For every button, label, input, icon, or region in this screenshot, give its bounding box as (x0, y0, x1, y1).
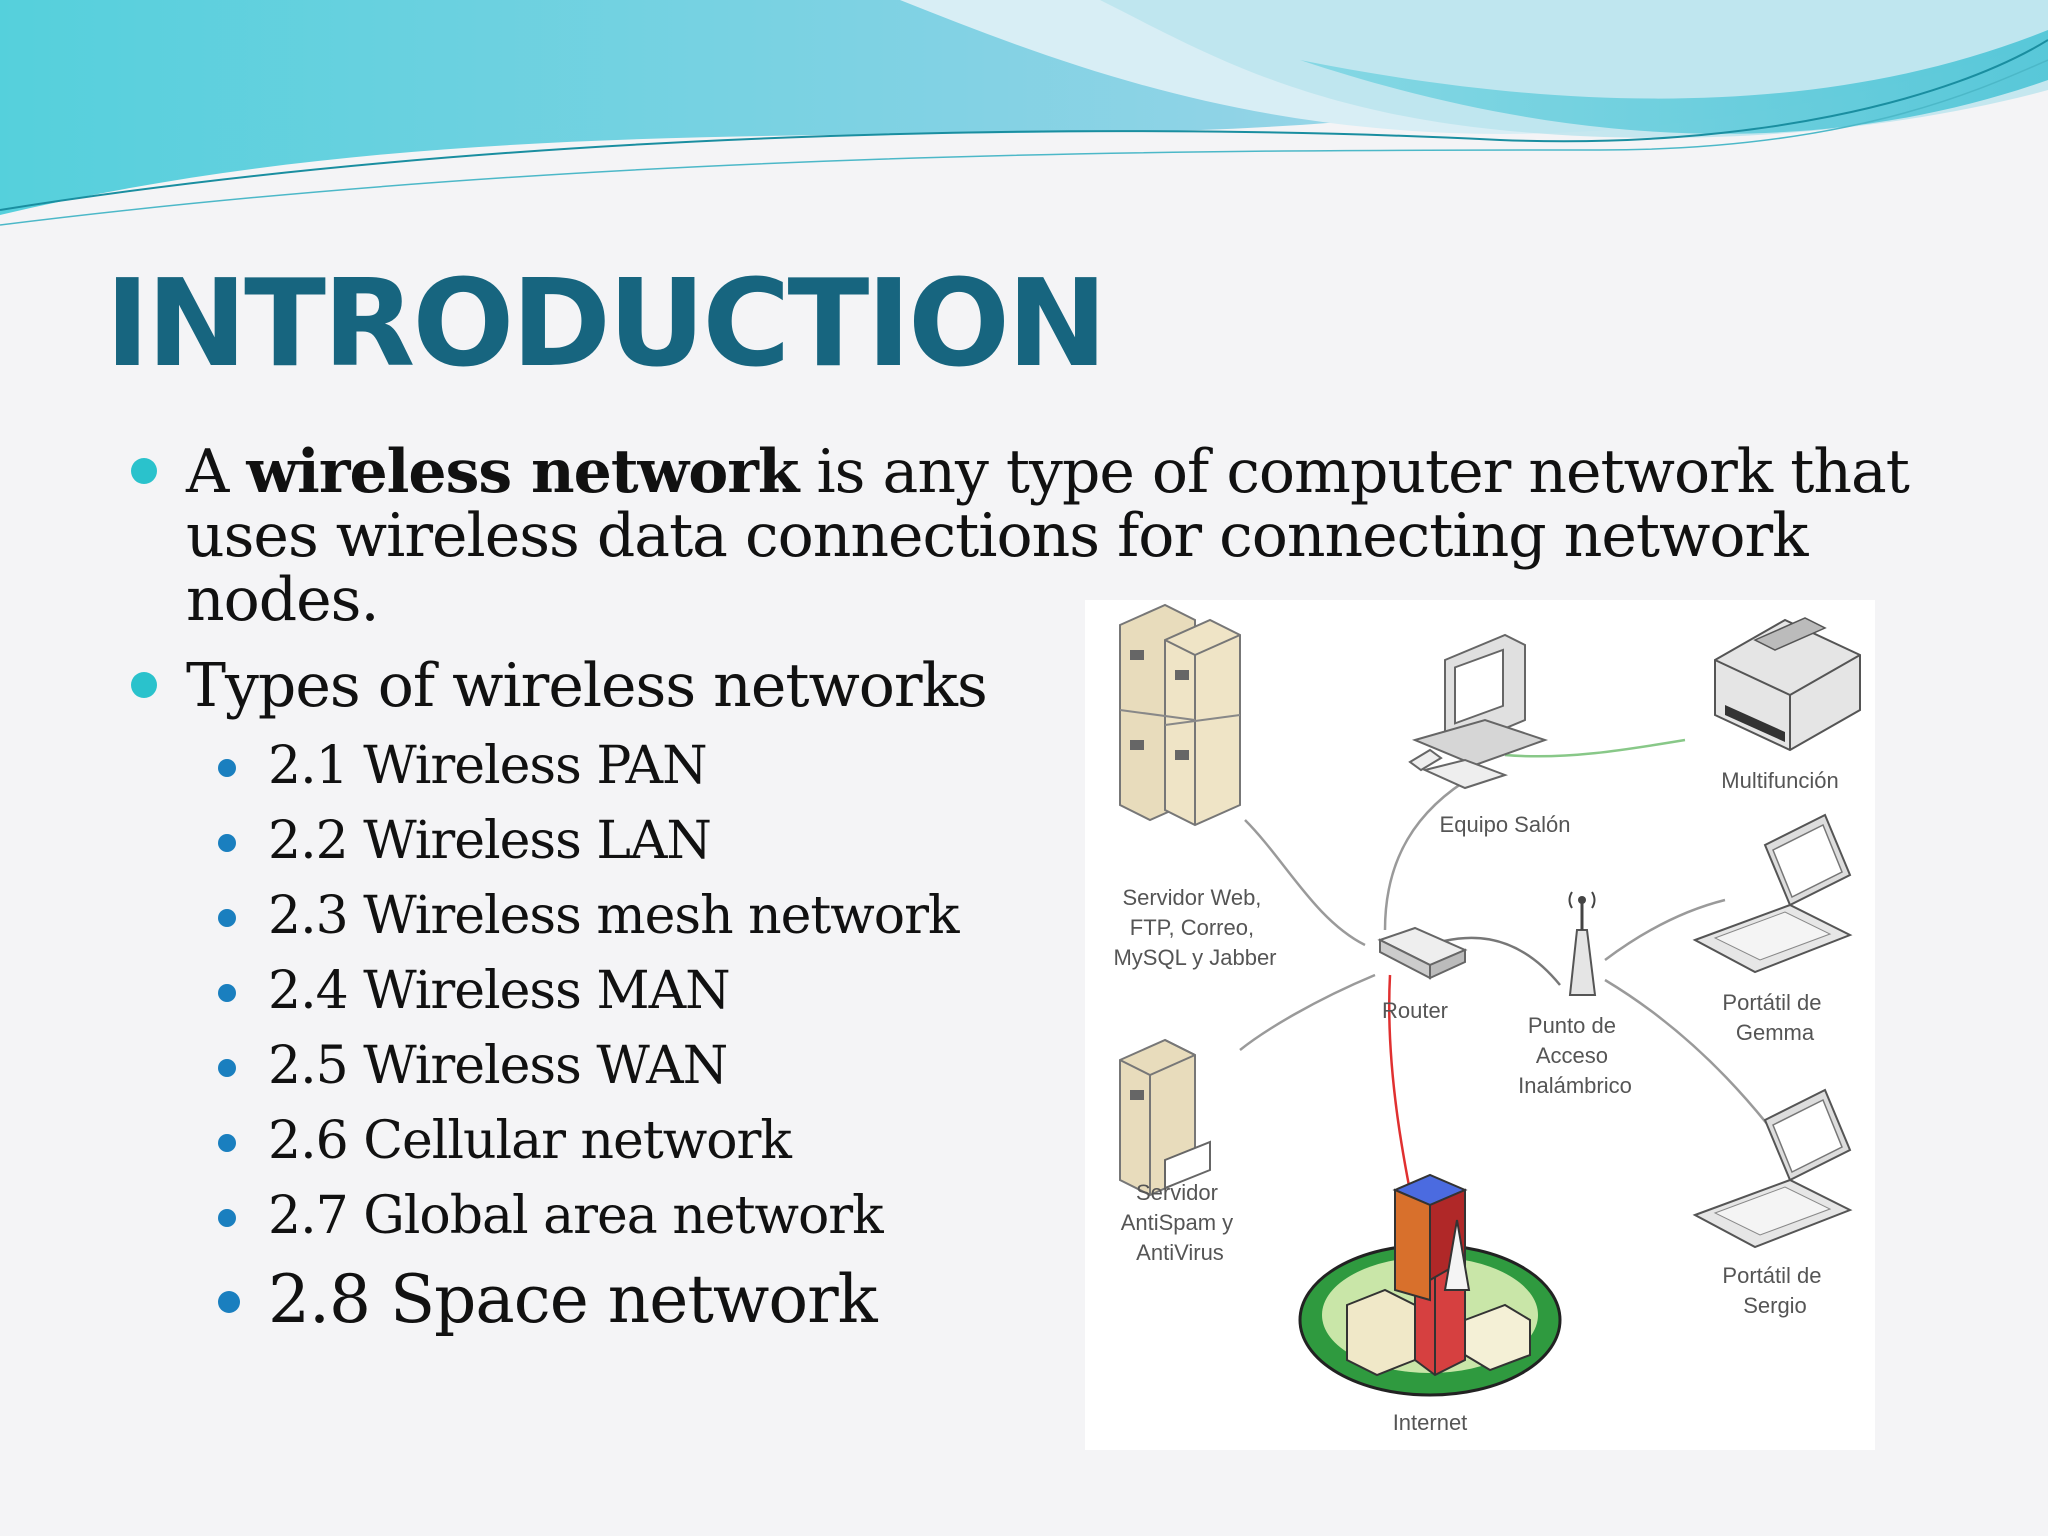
header-wave-decoration (0, 0, 2048, 226)
list-item-text: 2.1 Wireless PAN (268, 736, 708, 796)
list-item-text: 2.6 Cellular network (268, 1111, 792, 1171)
list-item: 2.2 Wireless LAN (218, 811, 712, 871)
bullet-types-heading: Types of wireless networks (131, 651, 988, 721)
printer-icon (1714, 617, 1861, 752)
list-item: 2.8 Space network (218, 1261, 878, 1338)
label-equipo: Equipo Salón (1440, 812, 1571, 837)
laptop-sergio-icon (1692, 1088, 1853, 1249)
label-internet: Internet (1393, 1410, 1468, 1435)
list-item-text: 2.8 Space network (268, 1261, 878, 1338)
sub-bullet-dot (218, 834, 236, 852)
network-diagram: Servidor Web, FTP, Correo, MySQL y Jabbe… (1085, 600, 1875, 1450)
list-item: 2.4 Wireless MAN (218, 961, 731, 1021)
label-multifuncion: Multifunción (1721, 768, 1838, 793)
definition-term: wireless network (246, 437, 799, 507)
laptop-gemma-icon (1692, 813, 1853, 974)
antispam-server-icon (1119, 1038, 1211, 1197)
label-access-point: Punto de Acceso Inalámbrico (1518, 1013, 1632, 1098)
internet-city-icon (1298, 1173, 1562, 1397)
label-web-server: Servidor Web, FTP, Correo, MySQL y Jabbe… (1113, 885, 1276, 970)
bullet-wireless-definition: A wireless network is any type of comput… (131, 437, 1946, 635)
list-item-text: 2.5 Wireless WAN (268, 1036, 728, 1096)
sub-bullet-dot (218, 909, 236, 927)
definition-rest: is any type of computer network that use… (186, 437, 1910, 635)
sub-bullet-dot (218, 1291, 240, 1313)
types-heading-text: Types of wireless networks (186, 651, 988, 721)
list-item-text: 2.3 Wireless mesh network (268, 886, 959, 946)
label-laptop-gemma: Portátil de Gemma (1722, 990, 1827, 1045)
list-item: 2.3 Wireless mesh network (218, 886, 959, 946)
access-point-icon (1568, 891, 1597, 996)
sub-bullet-dot (218, 984, 236, 1002)
list-item: 2.6 Cellular network (218, 1111, 792, 1171)
desktop-computer-icon (1408, 633, 1549, 790)
list-item-text: 2.2 Wireless LAN (268, 811, 712, 871)
list-item: 2.5 Wireless WAN (218, 1036, 728, 1096)
list-item: 2.1 Wireless PAN (218, 736, 708, 796)
sub-bullet-dot (218, 1134, 236, 1152)
label-router: Router (1382, 998, 1448, 1023)
router-icon (1377, 926, 1468, 980)
sub-bullet-dot (218, 1059, 236, 1077)
label-antispam-server: Servidor AntiSpam y AntiVirus (1121, 1180, 1240, 1265)
bullet-dot (131, 458, 157, 484)
list-item: 2.7 Global area network (218, 1186, 884, 1246)
definition-lead: A (186, 437, 247, 507)
web-server-icon (1119, 603, 1241, 827)
list-item-text: 2.7 Global area network (268, 1186, 884, 1246)
bullet-dot (131, 672, 157, 698)
list-item-text: 2.4 Wireless MAN (268, 961, 731, 1021)
sub-bullet-dot (218, 759, 236, 777)
sub-bullet-dot (218, 1209, 236, 1227)
slide-title: INTRODUCTION (105, 255, 1107, 394)
label-laptop-sergio: Portátil de Sergio (1722, 1263, 1827, 1318)
